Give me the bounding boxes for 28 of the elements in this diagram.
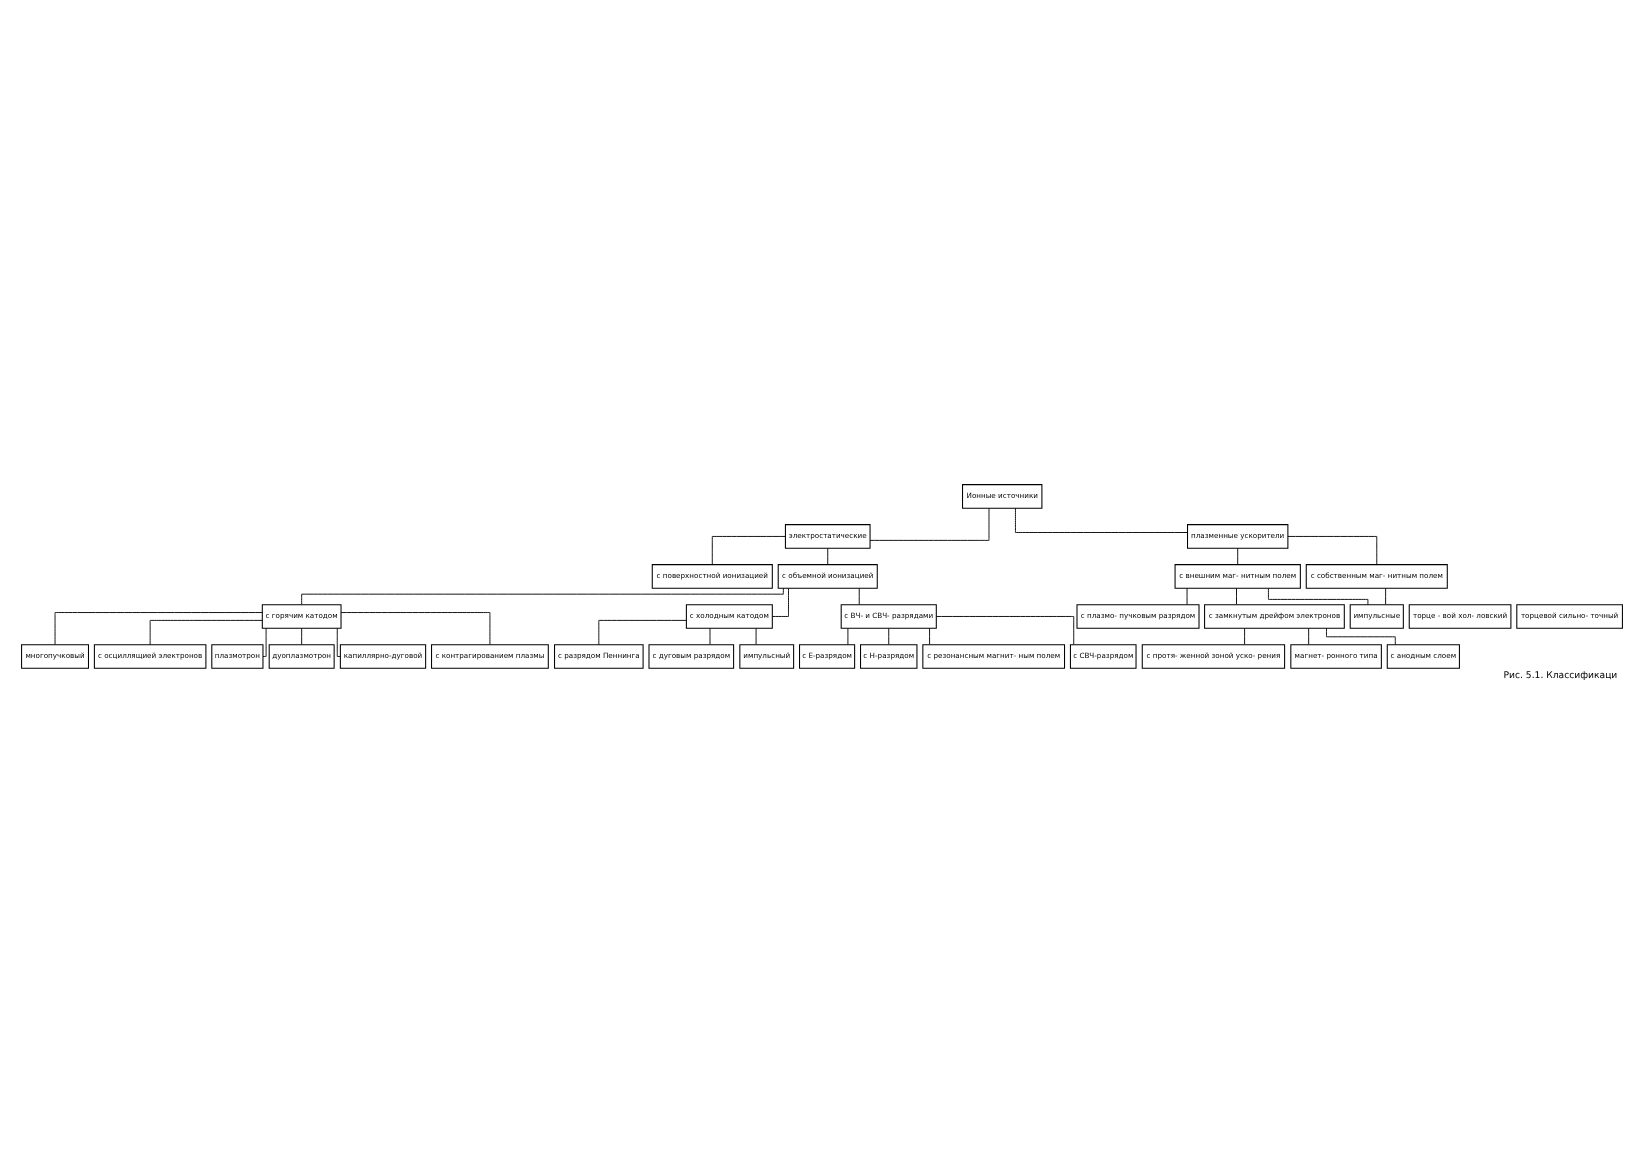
connector (1186, 588, 1188, 605)
connector (771, 588, 789, 617)
connector (935, 616, 1075, 645)
connector (1267, 588, 1369, 606)
connector (1385, 588, 1387, 605)
connector (336, 628, 341, 657)
connector (301, 587, 784, 605)
connector (709, 628, 711, 645)
connector (1236, 588, 1237, 605)
connector (1308, 628, 1310, 645)
connector (711, 536, 786, 565)
connector (869, 508, 990, 541)
connector (1244, 628, 1246, 645)
connector (755, 628, 757, 645)
connector (847, 628, 849, 645)
connector (340, 612, 491, 645)
connector (827, 548, 829, 565)
connector (54, 612, 263, 645)
connector (149, 619, 263, 646)
connector (1237, 548, 1239, 565)
connector (1287, 536, 1378, 565)
connector (1326, 627, 1396, 646)
connector (1015, 507, 1188, 533)
connector (858, 588, 860, 605)
connector (301, 628, 303, 645)
connector (262, 628, 267, 657)
connector (929, 628, 931, 645)
connector (888, 628, 890, 645)
